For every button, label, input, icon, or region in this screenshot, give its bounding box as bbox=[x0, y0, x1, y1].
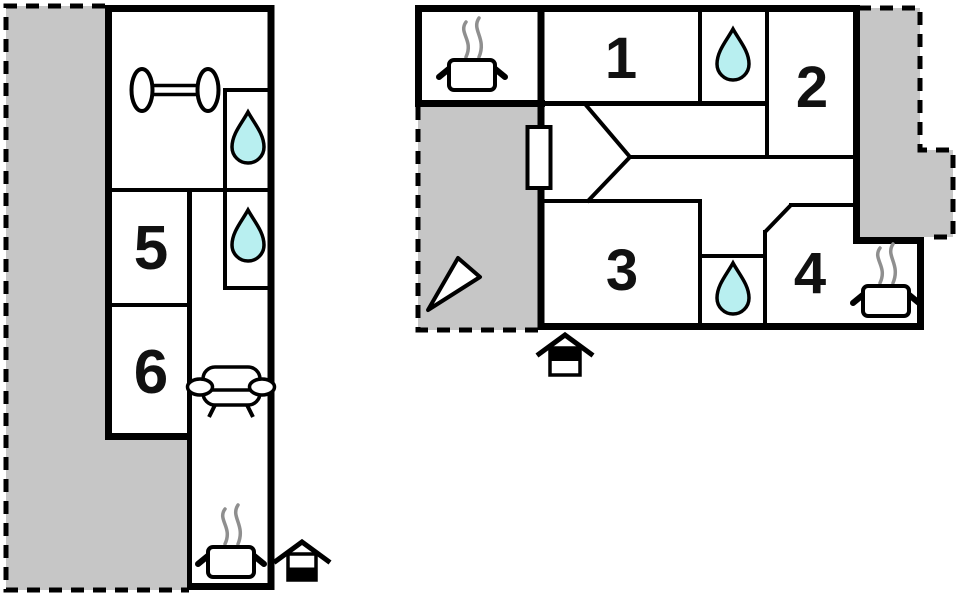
unit-left: 5 6 bbox=[3, 3, 328, 593]
sofa-icon bbox=[185, 365, 277, 419]
dumbbell-icon bbox=[129, 67, 221, 113]
cooking-pot-icon bbox=[439, 18, 505, 90]
terrace-area bbox=[6, 6, 189, 590]
room-label-3: 3 bbox=[606, 238, 638, 303]
terrace-area bbox=[857, 8, 953, 237]
terrace-border-dashed bbox=[3, 3, 189, 593]
entrance-house-icon bbox=[539, 335, 591, 375]
room-label-5: 5 bbox=[134, 214, 168, 283]
room-label-1: 1 bbox=[605, 26, 637, 91]
cooking-pot-icon bbox=[853, 244, 919, 316]
cooking-pot-icon bbox=[198, 505, 264, 577]
room-label-4: 4 bbox=[794, 241, 826, 306]
terrace-border-dashed bbox=[415, 107, 541, 333]
terrace-border-dashed bbox=[858, 5, 956, 240]
room-label-2: 2 bbox=[796, 55, 828, 120]
water-drop-icon bbox=[715, 27, 751, 82]
entrance-house-icon bbox=[276, 542, 328, 580]
water-drop-icon bbox=[715, 261, 751, 316]
water-drop-icon bbox=[230, 208, 266, 263]
triangle-marker-icon bbox=[426, 256, 482, 312]
exterior-walls bbox=[105, 5, 275, 590]
interior-walls bbox=[541, 8, 858, 328]
unit-right: 1 2 3 4 bbox=[415, 5, 956, 375]
water-drop-icon bbox=[230, 110, 266, 165]
room-label-6: 6 bbox=[134, 338, 168, 407]
interior-walls bbox=[110, 88, 269, 307]
door-icon bbox=[525, 125, 553, 190]
